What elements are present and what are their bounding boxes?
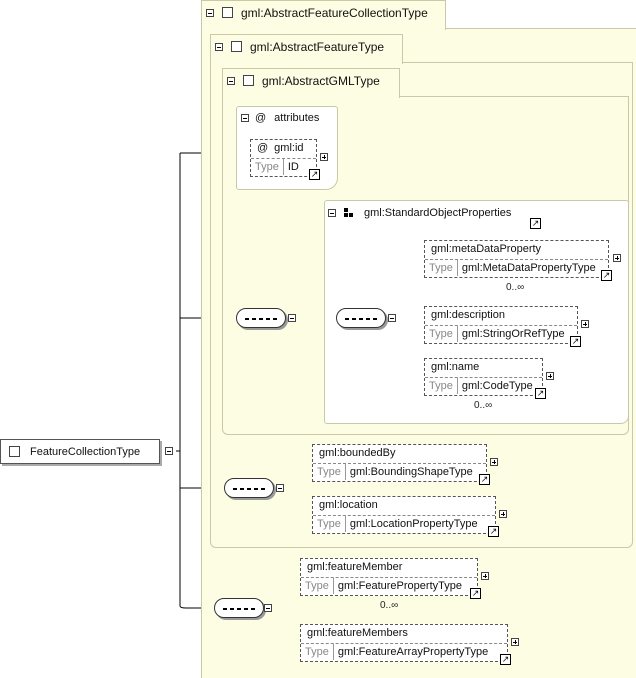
element-name: gml:boundedBy — [319, 447, 396, 459]
attributes-header: @ attributes — [241, 112, 319, 124]
complex-type-icon — [9, 446, 20, 457]
complex-type-icon — [231, 41, 242, 52]
expand-control[interactable] — [511, 638, 519, 646]
element-name: gml:description — [431, 309, 505, 321]
complex-type-icon — [222, 7, 233, 18]
collapse-control[interactable] — [227, 76, 235, 85]
attributes-label: attributes — [274, 112, 320, 124]
sequence-compositor — [214, 598, 264, 618]
element-name: gml:metaDataProperty — [431, 243, 542, 255]
standard-object-properties-header: gml:StandardObjectProperties — [328, 207, 511, 219]
at-symbol: @ — [257, 142, 269, 154]
type-key: Type — [425, 260, 458, 276]
type-value: gml:MetaDataPropertyType — [461, 262, 596, 274]
collapse-control[interactable] — [215, 42, 223, 51]
type-key: Type — [301, 578, 334, 594]
abstract-feature-tab: gml:AbstractFeatureType — [210, 34, 403, 64]
at-symbol: @ — [255, 112, 267, 124]
expand-control[interactable] — [546, 372, 554, 380]
element-name: gml:name — [431, 361, 480, 373]
element-name: gml:location — [319, 499, 378, 511]
type-value: ID — [287, 161, 299, 173]
expand-control[interactable] — [490, 458, 498, 466]
expand-control[interactable] — [499, 510, 507, 518]
type-value: gml:BoundingShapeType — [349, 466, 473, 478]
type-key: Type — [251, 159, 284, 175]
type-value: gml:FeatureArrayPropertyType — [337, 646, 489, 658]
goto-arrow-icon[interactable]: ↗ — [601, 270, 612, 281]
goto-arrow-icon[interactable]: ↗ — [309, 169, 320, 180]
root-type-label: FeatureCollectionType — [30, 445, 141, 458]
expand-control[interactable] — [613, 254, 621, 262]
collapse-control[interactable] — [276, 484, 284, 492]
abstract-gml-tab: gml:AbstractGMLType — [222, 68, 400, 98]
goto-arrow-icon[interactable]: ↗ — [570, 336, 581, 347]
collapse-control[interactable] — [388, 314, 396, 322]
type-value: gml:FeaturePropertyType — [337, 580, 462, 592]
type-value: gml:CodeType — [461, 380, 533, 392]
abstract-feature-collection-tab: gml:AbstractFeatureCollectionType — [201, 0, 446, 30]
goto-arrow-icon[interactable]: ↗ — [500, 654, 511, 665]
collapse-control[interactable] — [328, 209, 336, 217]
complex-type-icon — [243, 75, 254, 86]
type-key: Type — [425, 326, 458, 342]
expand-control[interactable] — [581, 320, 589, 328]
expand-control[interactable] — [481, 572, 489, 580]
goto-arrow-icon[interactable]: ↗ — [535, 388, 546, 399]
goto-arrow-icon[interactable]: ↗ — [470, 588, 481, 599]
sequence-compositor — [236, 308, 286, 328]
abstract-gml-label: gml:AbstractGMLType — [262, 73, 380, 88]
type-key: Type — [313, 464, 346, 480]
collapse-control[interactable] — [206, 8, 214, 17]
collapse-control[interactable] — [264, 604, 272, 612]
expand-control[interactable] — [320, 153, 328, 161]
abstract-feature-collection-label: gml:AbstractFeatureCollectionType — [241, 5, 428, 20]
type-key: Type — [313, 516, 346, 532]
type-key: Type — [425, 378, 458, 394]
type-key: Type — [301, 644, 334, 660]
attribute-name: gml:id — [274, 142, 304, 154]
standard-object-properties-label: gml:StandardObjectProperties — [364, 207, 512, 219]
group-icon — [344, 208, 354, 218]
multiplicity-label: 0..∞ — [506, 282, 525, 293]
element-name: gml:featureMember — [307, 561, 403, 573]
multiplicity-label: 0..∞ — [380, 600, 399, 611]
collapse-control[interactable] — [241, 114, 249, 122]
multiplicity-label: 0..∞ — [474, 400, 493, 411]
sequence-compositor — [336, 308, 386, 328]
root-type-node[interactable]: FeatureCollectionType — [0, 439, 160, 464]
type-value: gml:LocationPropertyType — [349, 518, 478, 530]
goto-arrow-icon[interactable]: ↗ — [479, 474, 490, 485]
collapse-control[interactable] — [288, 314, 296, 322]
collapse-control[interactable] — [165, 447, 173, 455]
goto-arrow-icon[interactable]: ↗ — [488, 526, 499, 537]
goto-arrow-icon[interactable]: ↗ — [530, 218, 541, 229]
abstract-feature-label: gml:AbstractFeatureType — [250, 39, 385, 54]
element-name: gml:featureMembers — [307, 627, 408, 639]
sequence-compositor — [224, 478, 274, 498]
type-value: gml:StringOrRefType — [461, 328, 565, 340]
